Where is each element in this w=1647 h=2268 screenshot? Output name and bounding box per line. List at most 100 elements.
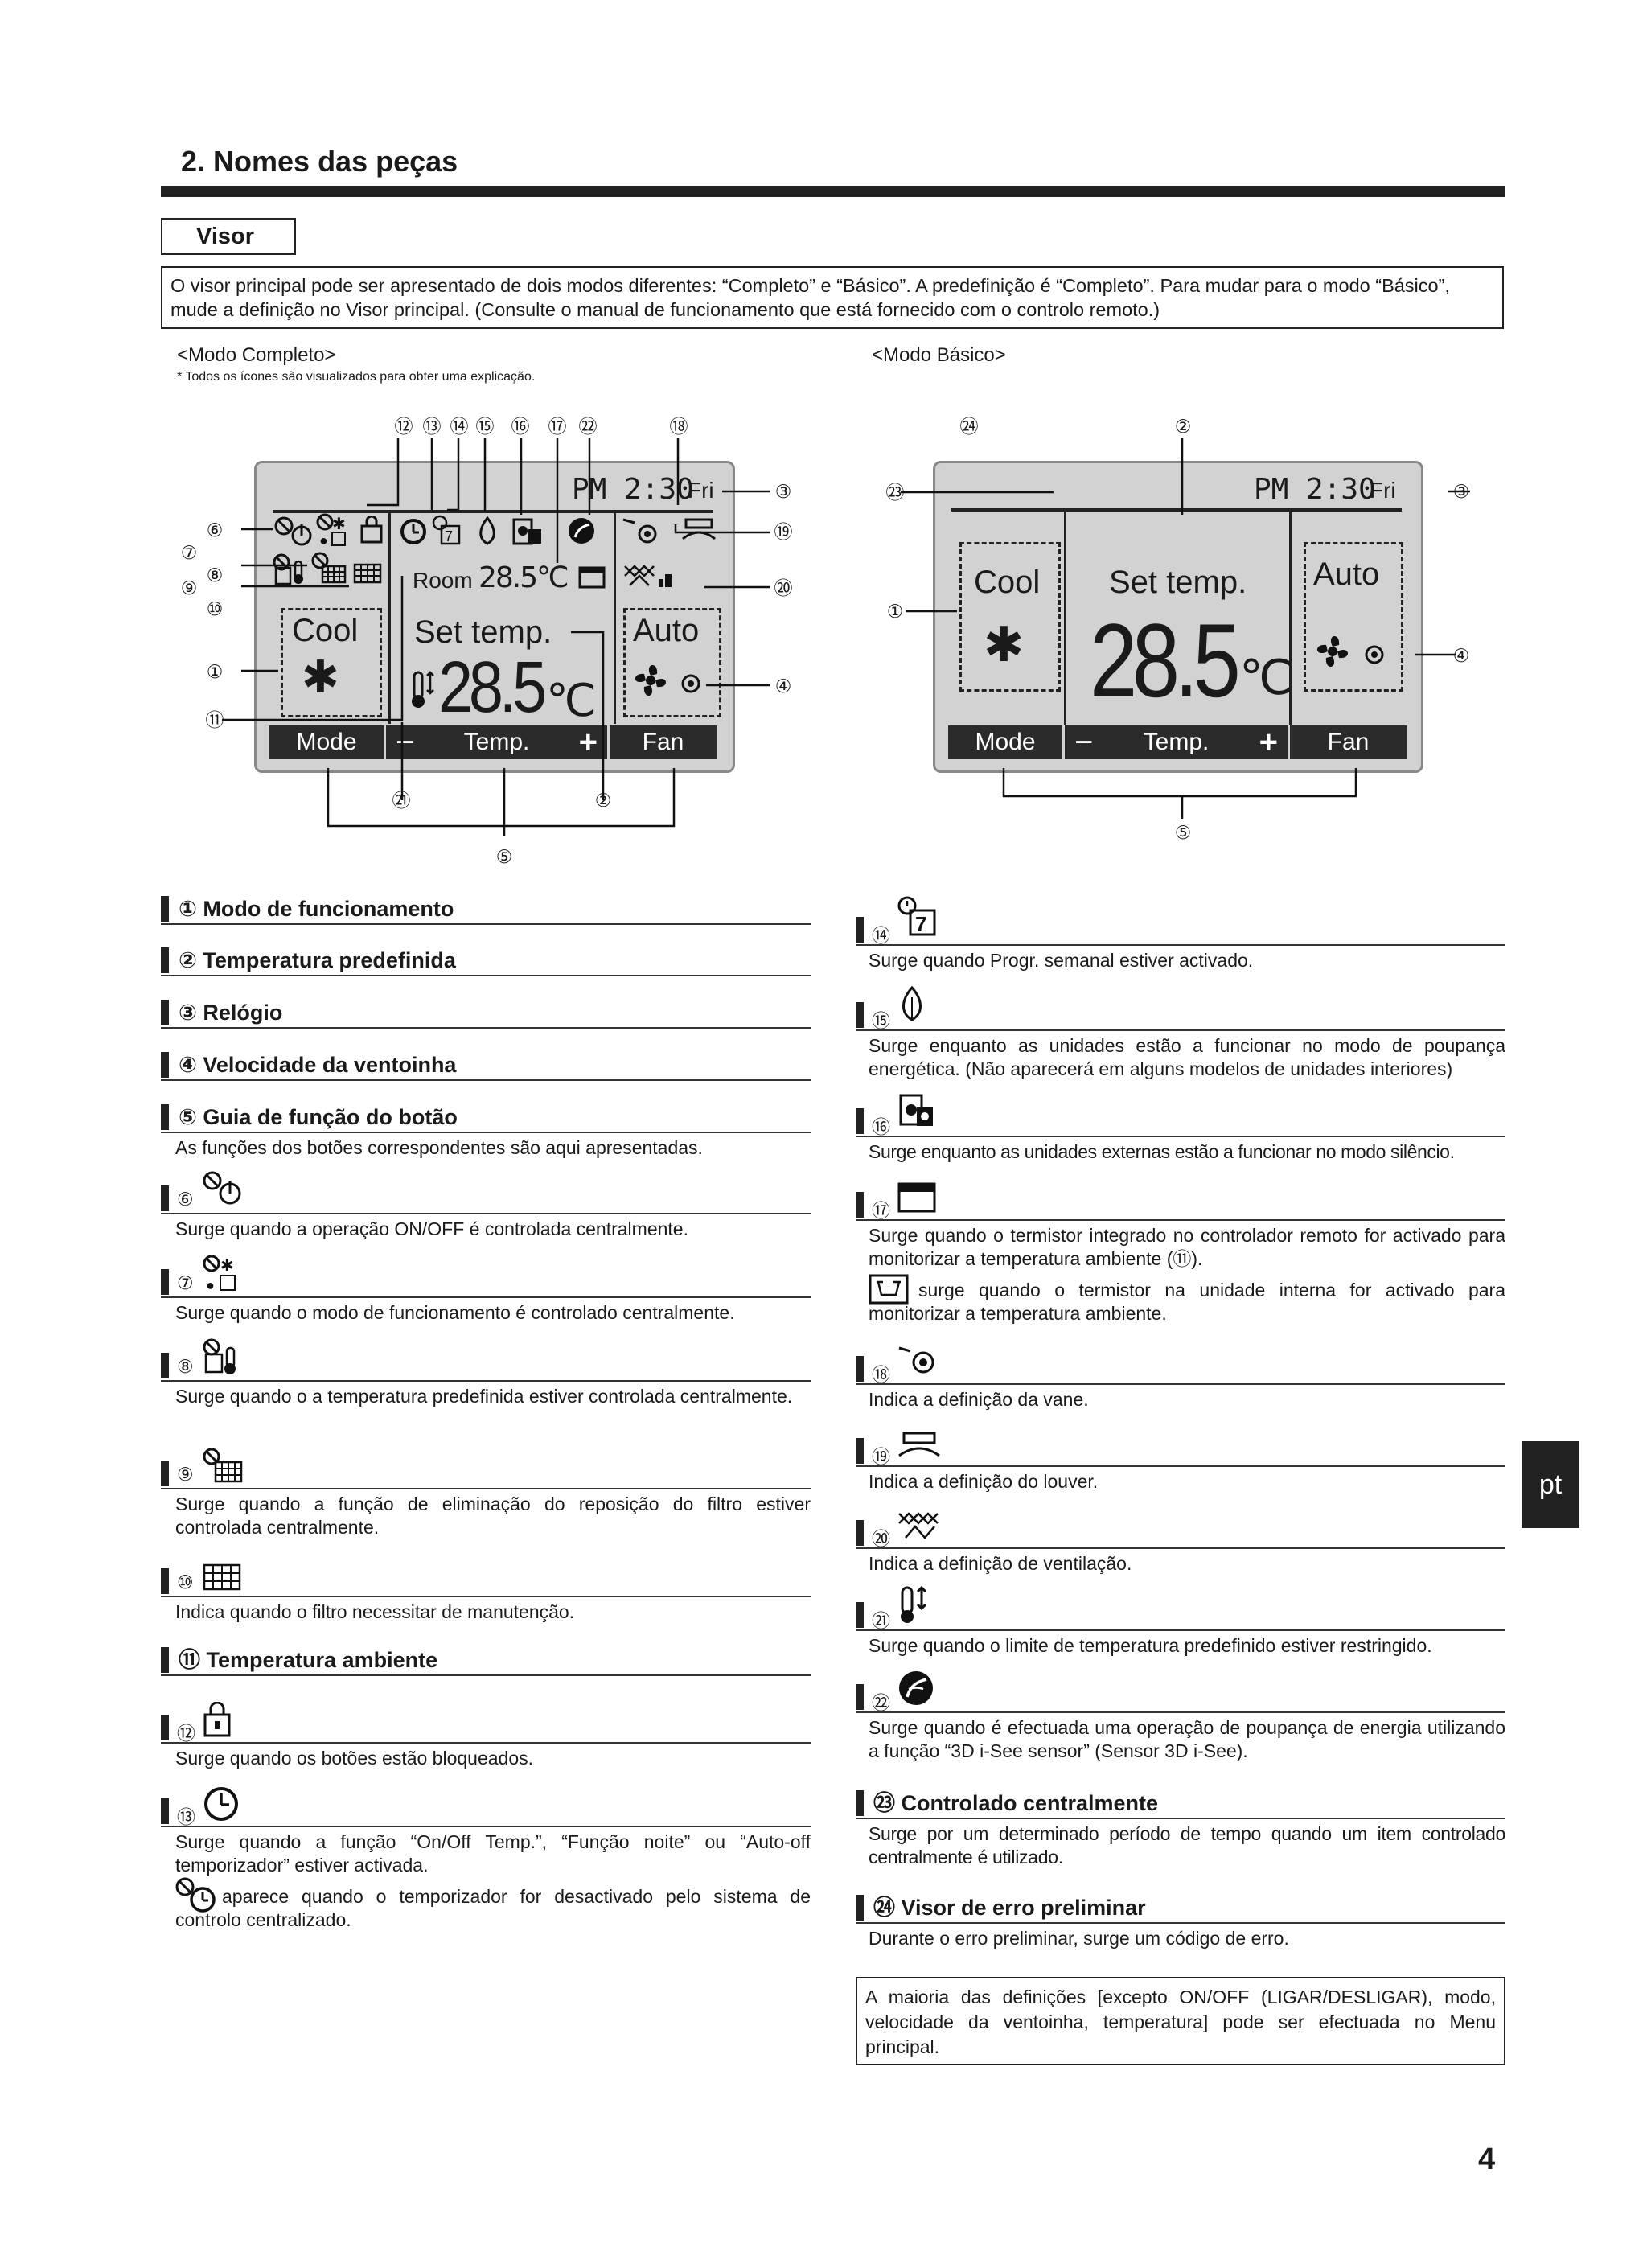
minus-label: − (396, 725, 415, 760)
text-17b: surge quando o termistor na unidade inte… (869, 1279, 1505, 1325)
page-number: 4 (1478, 2143, 1496, 2176)
callout-19: ⑲ (774, 521, 793, 542)
text-6: Surge quando a operação ON/OFF é control… (175, 1218, 688, 1239)
text-19: Indica a definição do louver. (869, 1471, 1099, 1492)
lcd-settemp-label: Set temp. (414, 614, 552, 650)
callout-17: ⑰ (548, 416, 567, 437)
lcd-basic-vdivider-right (1289, 512, 1292, 727)
central-mode-icon: ✱● (316, 513, 346, 549)
lcd-vdivider-left (388, 513, 391, 724)
visor-label: Visor (161, 218, 296, 255)
rule-8 (161, 1380, 811, 1382)
text-20: Indica a definição de ventilação. (869, 1553, 1132, 1574)
basic-fan-button[interactable]: Fan (1327, 729, 1370, 755)
basic-minus-label: − (1074, 725, 1094, 760)
central-filter-icon-legend (203, 1448, 243, 1483)
lcd-room-temp: 28.5℃ (478, 561, 569, 594)
vane-icon (622, 518, 657, 544)
lcd-unit: ℃ (546, 675, 597, 725)
text-13: Surge quando a função “On/Off Temp.”, “F… (175, 1831, 811, 1876)
louver-icon-legend (898, 1432, 940, 1457)
callout-12: ⑫ (394, 416, 413, 437)
text-18: Indica a definição da vane. (869, 1389, 1089, 1410)
lcd-basic-button-bar: Mode − Temp. + Fan (948, 725, 1407, 759)
isee-sensor-icon (569, 518, 594, 544)
lcd-basic-day: Fri (1370, 478, 1396, 503)
callout-20: ⑳ (774, 577, 793, 598)
rule-16 (856, 1136, 1505, 1137)
title-rule (161, 186, 1505, 197)
lcd-basic-mode: Cool (974, 565, 1041, 600)
lcd-basic: PM 2:30 Fri Cool ✱ Set temp. 28.5 ℃ Auto… (933, 461, 1423, 773)
callout-10: ⑩ (206, 598, 224, 619)
central-settemp-icon (273, 553, 303, 585)
thermistor-icon-legend (897, 1182, 936, 1213)
text-10: Indica quando o filtro necessitar de man… (175, 1601, 575, 1622)
rule-20 (856, 1547, 1505, 1549)
rule-23 (856, 1818, 1505, 1819)
text-24: Durante o erro preliminar, surge um códi… (869, 1928, 1289, 1949)
vane-icon-legend (898, 1346, 934, 1374)
callout-basic-4: ④ (1452, 645, 1470, 666)
lcd-vdivider-right (614, 513, 616, 724)
callout-16: ⑯ (511, 416, 530, 437)
central-mode-icon-legend: ✱● (203, 1255, 236, 1293)
callout-3: ③ (774, 481, 792, 502)
rule-5 (161, 1132, 811, 1133)
fan-button[interactable]: Fan (642, 729, 684, 755)
mode-complete-note: * Todos os ícones são visualizados para … (177, 370, 536, 384)
text-21: Surge quando o limite de temperatura pre… (869, 1635, 1432, 1656)
basic-temp-button[interactable]: − Temp. + (1065, 725, 1290, 759)
rule-7 (161, 1296, 811, 1298)
rule-3 (161, 1027, 811, 1029)
lock-icon-legend (203, 1702, 231, 1737)
mode-complete-label: <Modo Completo> (177, 344, 336, 366)
text-15: Surge enquanto as unidades estão a funci… (869, 1035, 1505, 1079)
callout-5: ⑤ (495, 846, 513, 867)
mode-basic-label: <Modo Básico> (872, 344, 1006, 366)
central-onoff-icon (274, 516, 312, 546)
temp-limit-icon-legend (901, 1585, 927, 1623)
lock-icon (360, 516, 383, 544)
ventilation-icon-legend (898, 1512, 939, 1539)
callout-13: ⑬ (422, 416, 442, 437)
svg-text:✱: ✱ (332, 516, 346, 533)
text-22: Surge quando é efectuada uma operação de… (869, 1717, 1505, 1761)
fan-icon (635, 664, 700, 696)
rule-4 (161, 1079, 811, 1081)
lcd-day: Fri (688, 478, 714, 503)
text-13b: aparece quando o temporizador for desact… (175, 1885, 811, 1932)
svg-text:7: 7 (915, 912, 926, 936)
svg-text:7: 7 (445, 528, 453, 544)
basic-mode-button[interactable]: Mode (948, 725, 1065, 759)
lcd-room-label: Room (413, 568, 473, 593)
callout-basic-5: ⑤ (1174, 822, 1192, 843)
plus-label: + (578, 725, 598, 760)
rule-12 (161, 1742, 811, 1744)
lcd-basic-vdivider-left (1064, 512, 1066, 727)
mode-button[interactable]: Mode (269, 725, 386, 759)
rule-11 (161, 1674, 811, 1676)
callout-basic-24: ㉔ (959, 416, 979, 437)
callout-15: ⑮ (475, 416, 495, 437)
snowflake-icon: ✱ (302, 651, 339, 702)
lcd-basic-divider (951, 508, 1402, 512)
temp-label: Temp. (463, 729, 530, 755)
text-17: Surge quando o termistor integrado no co… (869, 1225, 1505, 1269)
basic-fan-box (1304, 542, 1403, 692)
callout-9: ⑨ (180, 577, 198, 598)
lcd-clock: PM 2:30 (572, 473, 694, 506)
svg-text:●: ● (206, 1277, 215, 1293)
basic-fan-icon (1316, 635, 1384, 668)
rule-2 (161, 975, 811, 976)
text-16: Surge enquanto as unidades externas estã… (869, 1141, 1455, 1162)
timer-icon-legend (204, 1787, 238, 1821)
fan-box (623, 608, 721, 717)
temp-button[interactable]: − Temp. + (386, 725, 610, 759)
central-timer-icon (175, 1877, 216, 1913)
callout-basic-3: ③ (1452, 481, 1470, 502)
text-8: Surge quando o a temperatura predefinida… (175, 1386, 793, 1407)
callout-1: ① (206, 661, 224, 682)
temp-limit-icon (412, 671, 434, 708)
louver-icon (682, 518, 716, 540)
